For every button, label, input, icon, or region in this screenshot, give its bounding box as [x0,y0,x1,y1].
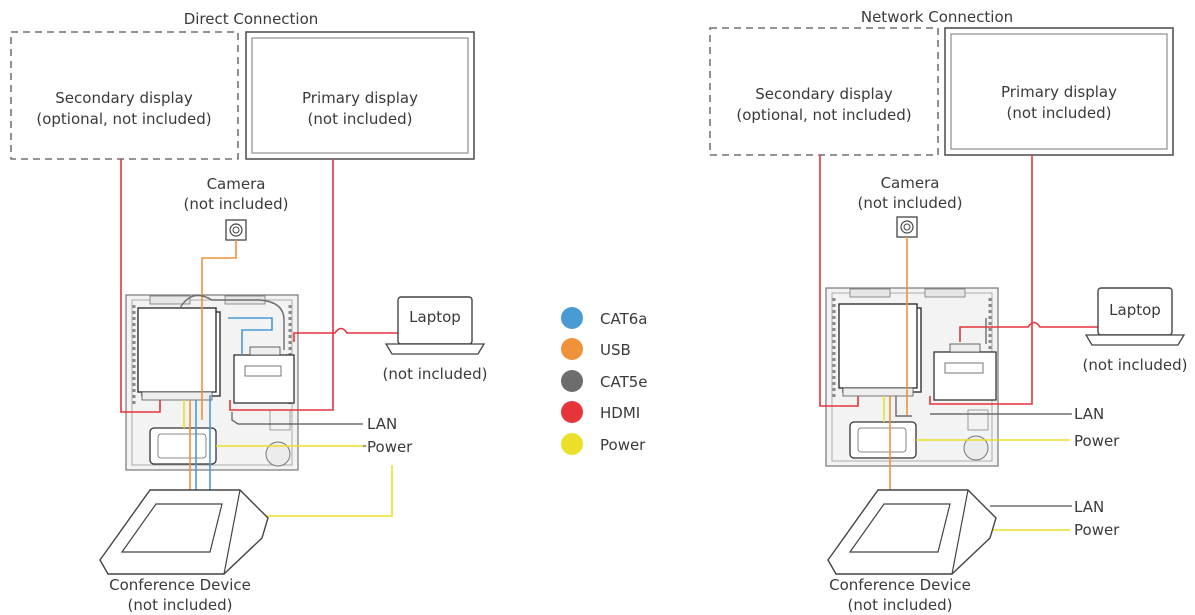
network-power-cables [883,396,1070,531]
direct-primary-screen [251,37,469,154]
network-laptop-label: Laptop [1109,301,1161,319]
direct-conference-device-icon [99,489,269,575]
network-lan-label: LAN [1074,405,1104,423]
legend-label-cat6a: CAT6a [600,310,647,328]
legend-label-usb: USB [600,341,631,359]
legend-label-cat5e: CAT5e [600,373,648,391]
direct-device-note: (not included) [128,596,233,614]
legend-swatch-usb [561,338,583,360]
direct-laptop-icon [384,296,486,355]
network-primary-label: Primary display [1001,83,1117,101]
network-connection-diagram: Network Connection Secondary display (op… [709,8,1188,614]
network-codec-box [838,303,922,397]
network-power2-label: Power [1074,521,1120,539]
direct-switch-box [233,346,295,404]
legend-label-hdmi: HDMI [600,404,640,422]
network-device-note: (not included) [848,596,953,614]
legend-swatch-hdmi [561,401,583,423]
direct-title: Direct Connection [184,10,319,28]
direct-camera-icon [225,219,247,241]
direct-connection-diagram: Direct Connection Secondary display (opt… [10,10,488,614]
legend-label-power: Power [600,436,646,454]
network-cat5e-cables [895,318,1070,417]
network-laptop-icon [1084,287,1186,346]
network-power-supply [849,421,917,459]
direct-hdmi-cables [120,159,398,413]
direct-secondary-label: Secondary display [55,89,193,107]
network-camera-label: Camera [881,174,940,192]
direct-device-label: Conference Device [109,576,251,594]
network-hdmi-cables [819,155,1098,407]
network-camera-icon [896,216,918,238]
network-title: Network Connection [861,8,1013,26]
direct-cat6a-cables [195,317,273,490]
network-lan2-label: LAN [1074,498,1104,516]
network-device-label: Conference Device [829,576,971,594]
cable-legend: CAT6a USB CAT5e HDMI Power [561,307,648,455]
network-primary-display [944,27,1174,156]
network-secondary-note: (optional, not included) [736,106,911,124]
direct-laptop-note: (not included) [383,365,488,383]
network-laptop-note: (not included) [1083,356,1188,374]
direct-lan-label: LAN [367,415,397,433]
legend-swatch-cat6a [561,307,583,329]
network-usb-cables [889,237,908,490]
direct-power-cables [183,400,393,517]
direct-power-supply [149,427,217,465]
network-secondary-label: Secondary display [755,85,893,103]
network-camera-note: (not included) [858,194,963,212]
network-secondary-display [709,27,939,156]
direct-usb-cables [189,240,237,490]
direct-codec-box [137,307,221,401]
direct-secondary-note: (optional, not included) [36,110,211,128]
direct-secondary-display [10,31,239,160]
direct-power-label: Power [367,438,413,456]
direct-primary-display [245,31,475,160]
direct-primary-note: (not included) [308,110,413,128]
legend-swatch-power [561,433,583,455]
network-power-label: Power [1074,432,1120,450]
legend-swatch-cat5e [561,370,583,392]
network-primary-screen [950,33,1168,150]
direct-cat5e-cables [179,294,285,425]
direct-laptop-label: Laptop [409,308,461,326]
direct-primary-label: Primary display [302,89,418,107]
direct-camera-note: (not included) [184,195,289,213]
network-primary-note: (not included) [1007,104,1112,122]
network-conference-device-icon [827,489,997,575]
direct-camera-label: Camera [207,175,266,193]
network-switch-box [933,343,997,401]
